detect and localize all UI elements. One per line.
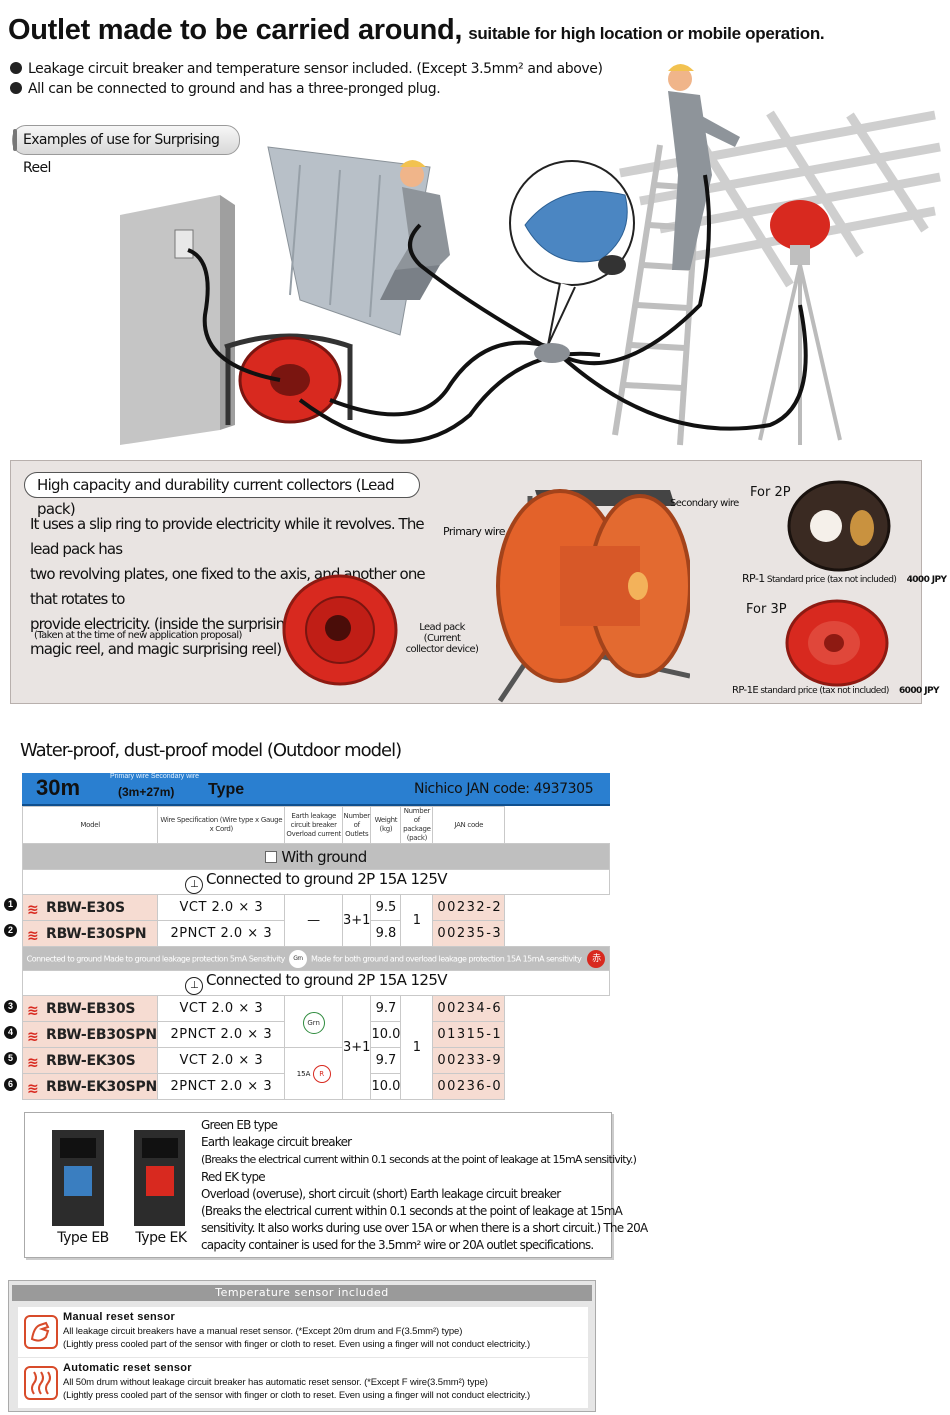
cable-reel <box>224 333 353 425</box>
heat-icon: ≋ <box>27 1080 39 1097</box>
col-breaker: Earth leakage circuit breaker Overload c… <box>284 806 343 844</box>
group2-label-row: ⊥Connected to ground 2P 15A 125V <box>22 970 610 996</box>
heat-icon: ≋ <box>27 901 39 918</box>
bullet-dot-icon <box>10 82 22 94</box>
scaffold-grid <box>619 110 941 288</box>
rp-1e-photo <box>785 599 889 687</box>
feature-bullet: Leakage circuit breaker and temperature … <box>10 61 603 77</box>
outlet-zoom <box>509 160 635 346</box>
product-3p-heading: For 3P <box>746 602 787 617</box>
r-breaker-badge: R <box>312 1064 331 1083</box>
table-row: ≋RBW-EK30SPN 2PNCT 2.0 × 3 10.0 00236-0 <box>21 1073 610 1100</box>
type-ek-label: Type EK <box>126 1230 196 1250</box>
table-heading: Water-proof, dust-proof model (Outdoor m… <box>20 740 402 761</box>
table-row: ≋RBW-E30SPN 2PNCT 2.0 × 3 9.8 00235-3 <box>21 920 610 947</box>
col-package: Number of package (pack) <box>400 806 434 844</box>
row-number-badge: 2 <box>4 924 17 937</box>
usage-illustration <box>120 64 941 446</box>
ground-plug-icon: ⊥ <box>185 977 203 995</box>
bar-length: 30m <box>36 775 81 800</box>
examples-label: Examples of use for Surprising Reel <box>12 125 240 176</box>
grn-breaker-badge: Grn <box>302 1011 325 1034</box>
table-header-row: Model Wire Specification (Wire type x Ga… <box>21 806 610 844</box>
bar-type-word: Type <box>208 781 245 798</box>
temperature-header: Temperature sensor included <box>12 1285 592 1301</box>
lead-pack-panel <box>10 460 922 704</box>
checkbox-icon <box>265 850 278 863</box>
label-primary-wire: Primary wire <box>443 525 506 538</box>
title-main-text: Outlet made to be carried around, <box>8 14 463 46</box>
col-jan: JAN code <box>432 806 506 844</box>
rp-1-photo <box>787 480 891 572</box>
lead-pack-photo <box>282 574 398 686</box>
bullet-dot-icon <box>10 62 22 74</box>
automatic-reset-item: Automatic reset sensor All 50m drum with… <box>18 1358 588 1408</box>
rp-1-price-line: RP-1 Standard price (tax not included) 4… <box>742 572 947 585</box>
table-row: ≋RBW-EK30S VCT 2.0 × 3 15A R 9.7 00233-9 <box>21 1047 610 1100</box>
heat-icon: ≋ <box>27 1054 39 1071</box>
power-cables <box>187 174 808 444</box>
table-row: ≋RBW-EB30SPN 2PNCT 2.0 × 3 10.0 01315-1 <box>21 1021 610 1048</box>
row-number-badge: 3 <box>4 1000 17 1013</box>
breaker-info-box <box>24 1112 612 1258</box>
cabinet <box>120 195 235 445</box>
row-number-badge: 5 <box>4 1052 17 1065</box>
section-with-ground: With ground <box>22 843 610 870</box>
col-weight: Weight (kg) <box>370 806 402 844</box>
heat-icon: ≋ <box>27 1028 39 1045</box>
worker-on-ladder <box>668 64 740 270</box>
breaker-photos <box>52 1130 185 1226</box>
group1-label-row: ⊥Connected to ground 2P 15A 125V <box>22 869 610 895</box>
product-2p-heading: For 2P <box>750 485 791 500</box>
row-number-badge: 4 <box>4 1026 17 1039</box>
floodlight <box>758 200 842 445</box>
manual-reset-item: Manual reset sensor All leakage circuit … <box>18 1307 588 1357</box>
hand-press-icon <box>24 1315 58 1349</box>
feature-bullet: All can be connected to ground and has a… <box>10 81 441 97</box>
heat-icon: ≋ <box>27 1002 39 1019</box>
red-badge: 赤 <box>587 949 606 968</box>
ground-plug-icon: ⊥ <box>185 876 203 894</box>
table-row: ≋RBW-E30S VCT 2.0 × 3 — 3+1 9.5 1 00232-… <box>21 894 610 947</box>
row-number-badge: 1 <box>4 898 17 911</box>
col-wire: Wire Specification (Wire type x Gauge x … <box>157 806 286 844</box>
lead-pack-title: High capacity and durability current col… <box>24 472 420 518</box>
page-title: Outlet made to be carried around, suitabl… <box>8 14 825 47</box>
lead-pack-description: It uses a slip ring to provide electrici… <box>30 515 426 658</box>
bar-split: (3m+27m) <box>118 785 175 799</box>
bar-small-note: Primary wire Secondary wire <box>110 773 200 780</box>
heat-wave-icon <box>24 1366 58 1400</box>
heat-icon: ≋ <box>27 927 39 944</box>
breaker-description: Green EB type Earth leakage circuit brea… <box>201 1118 648 1253</box>
spec-table: Model Wire Specification (Wire type x Ga… <box>21 806 610 1100</box>
col-spacer <box>505 807 610 844</box>
label-lead-pack: Lead pack (Current collector device) <box>405 622 479 655</box>
reel-photo <box>496 489 690 703</box>
breaker-note-row: Connected to ground Made to ground leaka… <box>22 946 610 971</box>
type-eb-label: Type EB <box>46 1230 120 1250</box>
col-outlets: Number of Outlets <box>341 806 372 844</box>
rp-1e-price-line: RP-1E standard price (tax not included) … <box>732 685 939 696</box>
bar-jan-label: Nichico JAN code: 4937305 <box>414 781 594 797</box>
type-bar: 30m Primary wire Secondary wire (3m+27m)… <box>22 773 610 806</box>
label-secondary-wire: Secondary wire <box>670 498 739 509</box>
outlet-hub <box>534 343 570 363</box>
grn-badge: Grn <box>288 949 307 968</box>
worker-kneeling <box>380 160 450 300</box>
lead-pack-note: (Taken at the time of new application pr… <box>34 630 242 641</box>
row-number-badge: 6 <box>4 1078 17 1091</box>
title-sub-text: suitable for high location or mobile ope… <box>468 24 825 43</box>
col-model: Model <box>21 806 159 844</box>
table-row: ≋RBW-EB30S VCT 2.0 × 3 Grn 3+1 9.7 1 002… <box>21 995 610 1100</box>
